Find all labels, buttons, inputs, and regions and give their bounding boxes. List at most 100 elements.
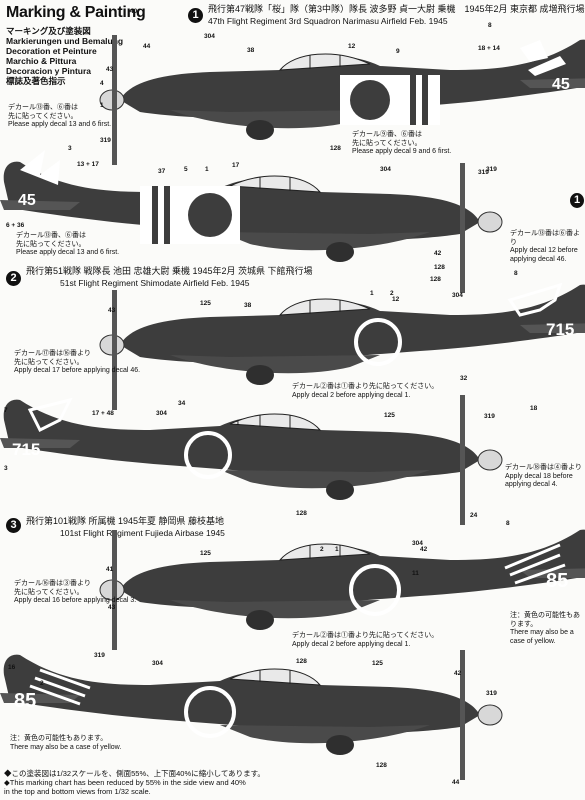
lang-zh: 標誌及著色指示 — [6, 76, 66, 86]
decal-callout: 125 — [372, 660, 383, 667]
decal-note: デカール⑰番は⑯番より先に貼ってください。Apply decal 17 befo… — [14, 350, 141, 374]
scheme-1-tail-code-starboard: 45 — [18, 192, 36, 209]
decal-callout: 1 — [236, 420, 240, 427]
decal-callout: 125 — [200, 550, 211, 557]
decal-callout: 128 — [376, 762, 387, 769]
decal-callout: 41 — [106, 566, 114, 573]
scheme-1-title-jp: 飛行第47戦隊「桜」隊（第3中隊）隊長 波多野 貞一大尉 乗機 1945年2月 … — [208, 4, 585, 14]
decal-callout: 44 — [452, 779, 460, 786]
decal-callout: 7 — [4, 407, 8, 414]
scheme-2-port-view — [99, 282, 585, 410]
decal-callout: 42 — [454, 670, 462, 677]
language-list: マーキング及び塗装図 Markierungen und Bemalung Dec… — [6, 26, 123, 86]
decal-callout: 43 — [108, 604, 116, 611]
decal-callout: 128 — [330, 145, 341, 152]
decal-callout: 43 — [108, 307, 116, 314]
decal-callout: 3 — [68, 145, 72, 152]
decal-callout: 2 — [320, 546, 324, 553]
decal-callout: 6 + 36 — [6, 222, 25, 229]
decal-note: デカール②番は①番より先に貼ってください。Apply decal 2 befor… — [292, 632, 439, 648]
scheme-2-title-en: 51st Flight Regiment Shimodate Airfield … — [60, 278, 250, 288]
decal-callout: 18 + 14 — [478, 45, 500, 52]
lang-it: Marchio & Pittura — [6, 56, 77, 66]
scheme-3-title-jp: 飛行第101戦隊 所属機 1945年夏 静岡県 藤枝基地 — [26, 516, 225, 526]
decal-callout: 44 — [143, 43, 151, 50]
decal-callout: 304 — [412, 540, 423, 547]
decal-callout: 8 — [506, 520, 510, 527]
decal-callout: 304 — [204, 33, 215, 40]
decal-callout: 12 — [392, 296, 400, 303]
decal-callout: 18 — [530, 405, 538, 412]
decal-callout: 1 — [205, 166, 209, 173]
footer-en-1: ◆This marking chart has been reduced by … — [4, 778, 246, 787]
decal-callout: 128 — [434, 264, 445, 271]
decal-note: デカール⑨番、⑥番は先に貼ってください。Please apply decal 9… — [352, 131, 452, 155]
lang-es: Decoracion y Pintura — [6, 66, 92, 76]
footer-en-2: in the top and bottom views from 1/32 sc… — [4, 787, 151, 796]
scheme-1-starboard-view — [0, 150, 503, 293]
scheme-2-header: 2 — [6, 268, 21, 286]
decal-callout: 38 — [247, 47, 255, 54]
lang-fr: Decoration et Peinture — [6, 46, 97, 56]
decal-callout: 34 — [178, 400, 186, 407]
decal-callout: 1 — [370, 290, 374, 297]
decal-callout: 5 — [184, 166, 188, 173]
decal-callout: 319 — [100, 137, 111, 144]
scheme-1-number: 1 — [188, 8, 203, 23]
decal-callout: 125 — [200, 300, 211, 307]
decal-note: 注：黄色の可能性もあります。There may also be a case o… — [510, 612, 580, 645]
scheme-3-tail-code-port: 85 — [546, 570, 569, 592]
decal-callout: 11 — [412, 570, 419, 577]
decal-note: デカール⑬番、⑥番は先に貼ってください。Please apply decal 1… — [16, 232, 120, 256]
decal-note: デカール②番は①番より先に貼ってください。Apply decal 2 befor… — [292, 383, 439, 399]
scheme-3-tail-code-starboard: 85 — [14, 690, 37, 712]
decal-callout: 40 — [130, 8, 138, 15]
decal-callout: 304 — [380, 166, 391, 173]
scheme-3-port-view — [99, 529, 585, 650]
decal-callout: 43 — [106, 66, 114, 73]
decal-callout: 8 — [488, 22, 492, 29]
decal-callout: 319 — [94, 652, 105, 659]
decal-callout: 319 — [486, 690, 497, 697]
decal-callout: 42 — [434, 250, 442, 257]
decal-callout: 42 — [420, 546, 428, 553]
scheme-2-starboard-view — [0, 395, 503, 525]
decal-callout: 304 — [452, 292, 463, 299]
decal-callout: 17 — [232, 162, 240, 169]
footer-jp: ◆この塗装図は1/32スケールを、側面55%、上下面40%に縮小してあります。 — [4, 769, 265, 778]
decal-callout: 16 — [8, 664, 16, 671]
decal-callout: 24 — [470, 512, 478, 519]
decal-note: デカール⑬番、⑥番は先に貼ってください。Please apply decal 1… — [8, 104, 112, 128]
decal-callout: 304 — [152, 660, 163, 667]
decal-callout: 128 — [296, 510, 307, 517]
decal-callout: 13 + 17 — [77, 161, 99, 168]
footer-note: ◆この塗装図は1/32スケールを、側面55%、上下面40%に縮小してあります。 … — [4, 769, 265, 796]
scheme-3-header: 3 — [6, 515, 21, 533]
decal-callout: 17 + 48 — [92, 410, 114, 417]
decal-callout: 32 — [460, 375, 468, 382]
scheme-3-title-en: 101st Flight Regiment Fujieda Airbase 19… — [60, 528, 225, 538]
decal-callout: 1 — [100, 102, 104, 109]
decal-callout: 125 — [384, 412, 395, 419]
scheme-1-header: 1 — [188, 5, 203, 23]
decal-callout: 128 — [296, 658, 307, 665]
scheme-1-title-en: 47th Flight Regiment 3rd Squadron Narima… — [208, 16, 448, 26]
decal-callout: 128 — [430, 276, 441, 283]
scheme-2-tail-code-starboard: 715 — [12, 440, 41, 459]
decal-callout: 319 — [486, 166, 497, 173]
decal-callout: 37 — [158, 168, 166, 175]
scheme-1-port-view — [99, 35, 585, 165]
scheme-1-edge-marker: 1 — [570, 190, 584, 208]
decal-callout: 3 — [4, 465, 8, 472]
scheme-2-tail-code-port: 715 — [546, 320, 575, 339]
decal-callout: 9 — [396, 48, 400, 55]
decal-callout: 319 — [478, 169, 489, 176]
decal-callout: 8 — [514, 270, 518, 277]
decal-callout: 38 — [244, 302, 252, 309]
decal-callout: 304 — [156, 410, 167, 417]
decal-callout: 4 — [100, 80, 104, 87]
decal-note: デカール⑯番は③番より先に貼ってください。Apply decal 16 befo… — [14, 580, 137, 604]
decal-callout: 1 — [335, 546, 339, 553]
